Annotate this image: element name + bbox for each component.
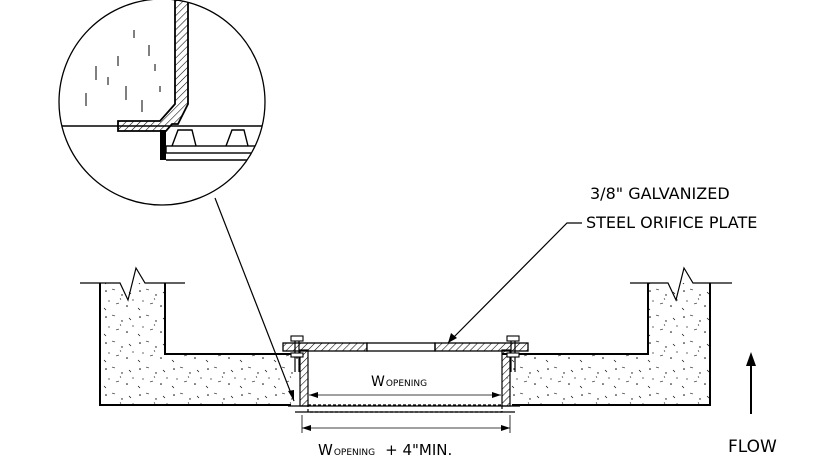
opening-frame <box>288 349 520 413</box>
plate-leader-line <box>447 222 582 344</box>
right-break-line <box>630 266 732 302</box>
w-opening-plus-4-label: WOPENING+ 4"MIN. <box>318 441 452 459</box>
w-opening-plus-4-dimension <box>301 415 511 433</box>
w-opening-dimension <box>309 392 501 398</box>
left-break-line <box>80 266 185 302</box>
left-anchor-bolt <box>290 335 304 372</box>
flow-arrow-icon <box>746 352 756 414</box>
enlarged-detail <box>58 0 266 206</box>
plate-callout-line2: STEEL ORIFICE PLATE <box>586 213 757 232</box>
right-anchor-bolt <box>506 335 520 372</box>
orifice-plate <box>282 342 529 352</box>
concrete-channel <box>80 266 732 406</box>
detail-leader-line <box>214 197 295 402</box>
plate-callout-line1: 3/8" GALVANIZED <box>590 184 730 203</box>
detail-circle <box>58 0 266 206</box>
flow-label: FLOW <box>728 437 777 457</box>
w-opening-label: WOPENING <box>371 374 427 390</box>
